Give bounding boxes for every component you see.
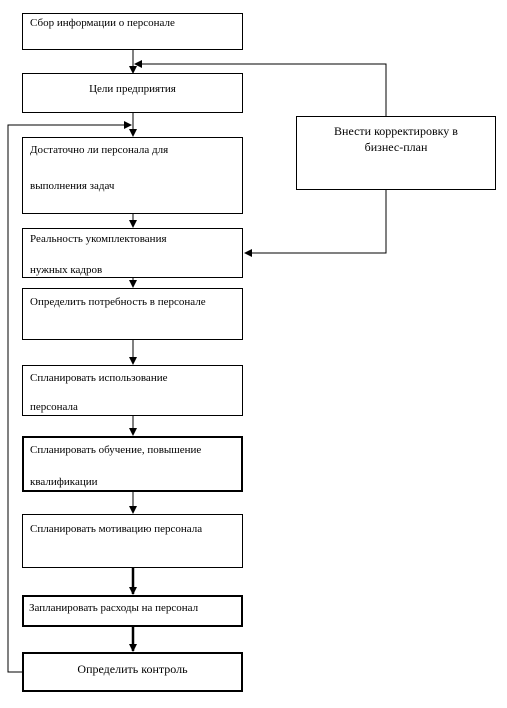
node-need xyxy=(22,288,243,340)
node-costs xyxy=(22,595,243,627)
arrow-adjust-to-goals xyxy=(134,60,387,116)
node-goals-label: Цели предприятия xyxy=(89,83,176,95)
node-goals xyxy=(22,73,243,113)
node-real-label-1: Реальность укомплектования xyxy=(30,233,167,245)
node-collect xyxy=(22,13,243,50)
node-adjust-label-2: бизнес-план xyxy=(364,140,428,154)
node-adjust xyxy=(296,116,496,190)
node-adjust-label-1: Внести корректировку в xyxy=(334,124,458,138)
arrow-control-feedback xyxy=(7,121,132,673)
node-real xyxy=(22,228,243,278)
node-enough xyxy=(22,137,243,214)
node-train xyxy=(22,436,243,492)
node-real-label-2: нужных кадров xyxy=(30,264,103,276)
node-enough-label-1: Достаточно ли персонала для xyxy=(30,144,169,156)
node-train-label-2: квалификации xyxy=(30,476,98,488)
node-use-label-1: Спланировать использование xyxy=(30,372,168,384)
node-collect-label: Сбор информации о персонале xyxy=(30,17,175,29)
arrow-adjust-to-real xyxy=(244,190,387,257)
node-motivation-label: Спланировать мотивацию персонала xyxy=(30,523,203,535)
node-use-label-2: персонала xyxy=(30,401,78,413)
node-enough-label-2: выполнения задач xyxy=(30,180,115,192)
node-motivation xyxy=(22,514,243,568)
node-use xyxy=(22,365,243,416)
node-train-label-1: Спланировать обучение, повышение xyxy=(30,444,202,456)
node-need-label: Определить потребность в персонале xyxy=(30,296,206,308)
node-control-label: Определить контроль xyxy=(77,662,188,676)
node-control xyxy=(22,652,243,692)
node-costs-label: Запланировать расходы на персонал xyxy=(29,602,199,614)
